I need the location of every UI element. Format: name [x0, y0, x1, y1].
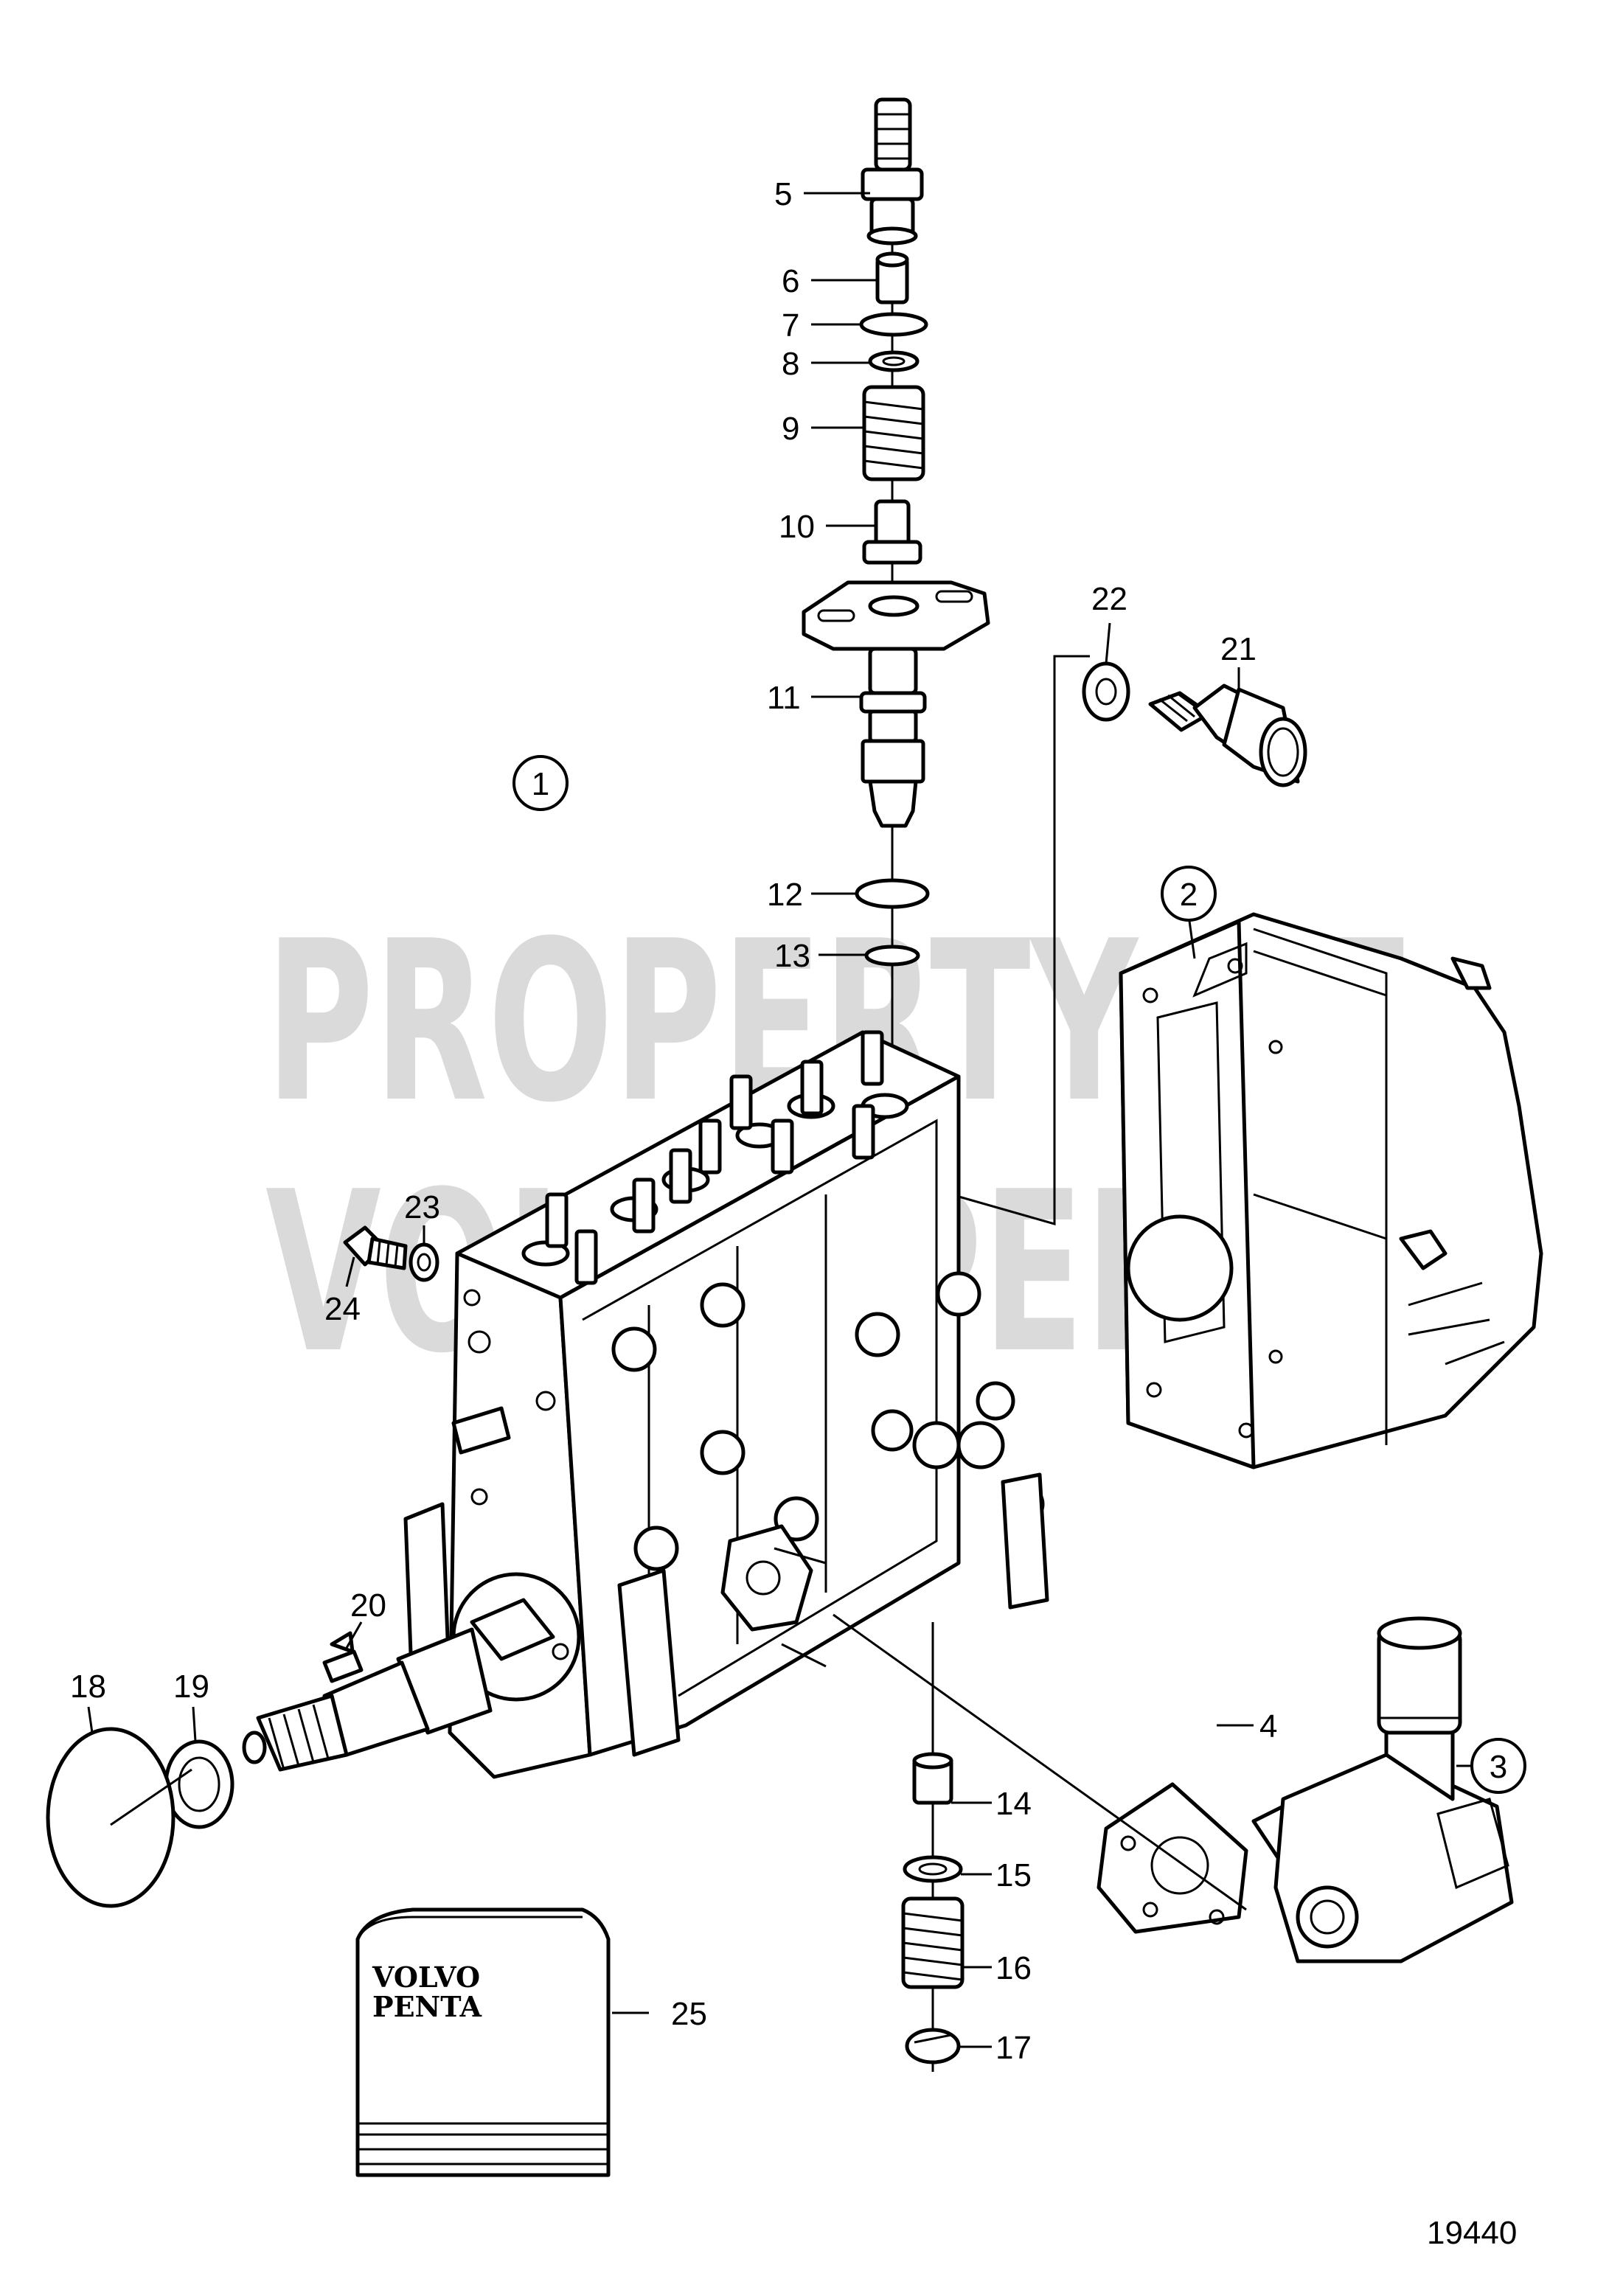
part-13-o-ring	[864, 945, 920, 967]
callout-7-label: 7	[782, 307, 799, 344]
callout-13-label: 13	[774, 938, 810, 974]
booklet-brand-line2: PENTA	[372, 1990, 482, 2023]
callout-16-label: 16	[995, 1950, 1032, 1986]
callout-5-label: 5	[774, 176, 792, 212]
part-3-supply-pump	[1251, 1616, 1514, 1963]
part-15-washer	[903, 1855, 963, 1883]
part-18-19-axis	[110, 1768, 192, 1826]
part-4-link-line	[833, 1613, 1247, 1911]
part-19-seal	[164, 1739, 234, 1829]
callout-21-label: 21	[1220, 631, 1257, 667]
callout-9-label: 9	[782, 411, 799, 447]
callout-2: 2	[1161, 866, 1217, 922]
part-22-washer	[1082, 661, 1130, 722]
callout-2-label: 2	[1180, 877, 1198, 913]
part-9-spring	[862, 385, 925, 481]
callout-25-label: 25	[671, 1996, 707, 2032]
figure-number: 19440	[1427, 2215, 1517, 2251]
part-2-governor-housing	[1119, 912, 1543, 1469]
callout-17-label: 17	[995, 2030, 1032, 2066]
callout-10-label: 10	[779, 509, 815, 545]
part-12-ring	[855, 878, 930, 909]
part-8-washer	[868, 350, 920, 372]
callout-24-label: 24	[324, 1291, 361, 1327]
callout-18-label: 18	[70, 1669, 106, 1705]
part-6-valve-holder	[875, 251, 909, 305]
part-5-fitting	[861, 97, 924, 246]
part-25-instruction-booklet: VOLVO PENTA	[355, 1907, 611, 2177]
callout-3: 3	[1470, 1738, 1526, 1794]
callout-23-label: 23	[404, 1189, 440, 1225]
callout-12-label: 12	[767, 877, 803, 913]
part-22-link-line	[950, 655, 1090, 1225]
part-21-plug	[1148, 683, 1307, 787]
callout-8-label: 8	[782, 346, 799, 382]
callout-3-label: 3	[1490, 1749, 1507, 1785]
part-14-sleeve	[912, 1752, 953, 1805]
booklet-brand-line1: VOLVO	[372, 1961, 480, 1994]
part-1-pump-housing	[403, 1030, 1049, 1779]
callout-14-label: 14	[995, 1786, 1032, 1822]
callout-19-label: 19	[173, 1669, 209, 1705]
callout-numbers: 4 5 6 7 8 9 10 11 12 13 14 15 16 17 18 1…	[70, 176, 1277, 2066]
callout-11-label: 11	[767, 680, 801, 716]
part-17-spring-seat	[905, 2028, 961, 2064]
part-24-screw	[343, 1225, 408, 1270]
callout-22-label: 22	[1091, 581, 1127, 617]
callout-leader-lines	[87, 192, 1471, 2048]
part-20-camshaft	[242, 1598, 555, 1772]
callout-15-label: 15	[995, 1857, 1032, 1893]
part-10-delivery-valve	[862, 499, 922, 565]
part-7-o-ring	[859, 312, 928, 337]
part-23-washer	[409, 1242, 439, 1282]
callout-6-label: 6	[782, 263, 799, 299]
part-11-pump-element	[802, 580, 990, 828]
part-18-o-ring	[46, 1727, 175, 1908]
callout-20-label: 20	[350, 1587, 386, 1624]
callout-4-label: 4	[1259, 1708, 1277, 1744]
part-16-spring	[901, 1896, 965, 1989]
callout-1: 1	[512, 755, 569, 811]
callout-1-label: 1	[532, 766, 549, 802]
